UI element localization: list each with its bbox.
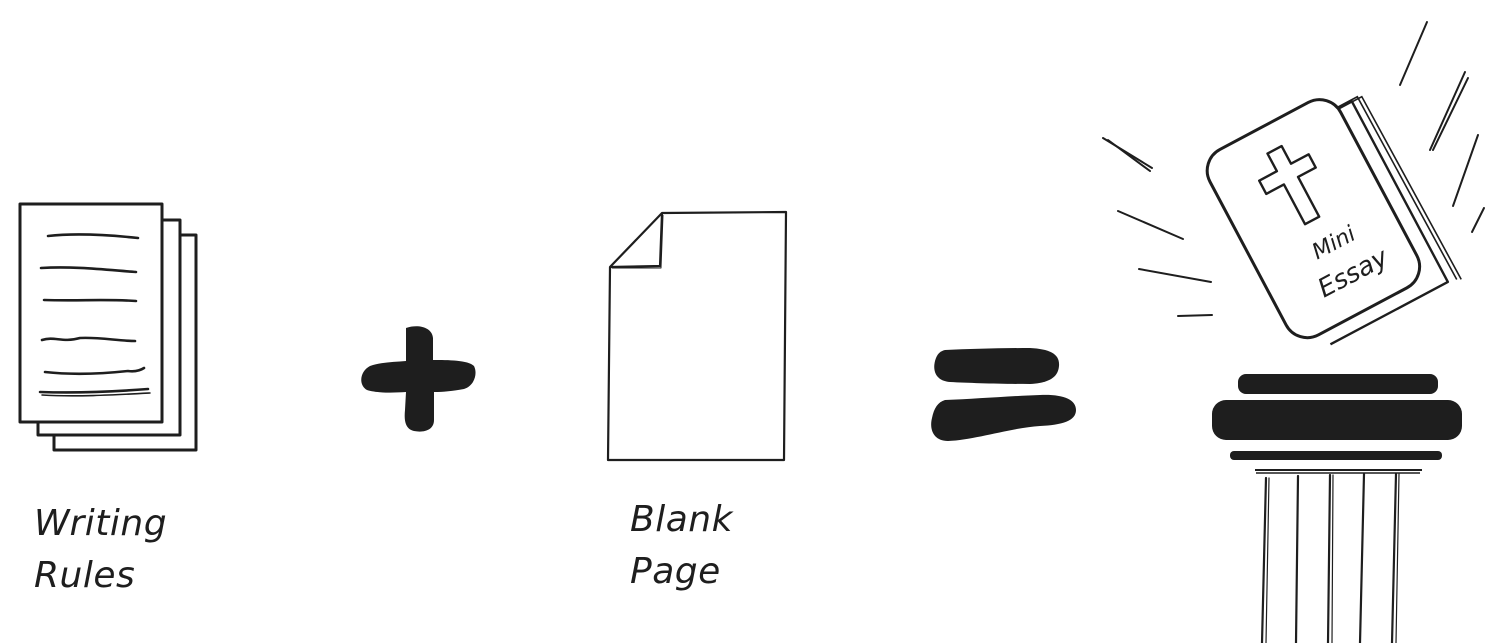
stacked-pages-icon	[18, 202, 198, 452]
blank-page-line1: Blank	[630, 499, 733, 540]
blank-page-icon	[606, 210, 788, 462]
cross-icon	[1258, 144, 1321, 226]
equals-icon	[931, 348, 1076, 441]
plus-icon	[361, 326, 476, 432]
book-icon: Mini Essay	[1205, 95, 1462, 346]
writing-rules-line1: Writing	[34, 503, 168, 544]
pillar-icon	[1212, 374, 1462, 643]
blank-page-line2: Page	[630, 551, 721, 592]
writing-rules-label: Writing Rules	[34, 498, 167, 602]
blank-page-label: Blank Page	[630, 494, 733, 598]
radiance-lines	[1102, 21, 1485, 317]
writing-rules-line2: Rules	[34, 555, 136, 596]
